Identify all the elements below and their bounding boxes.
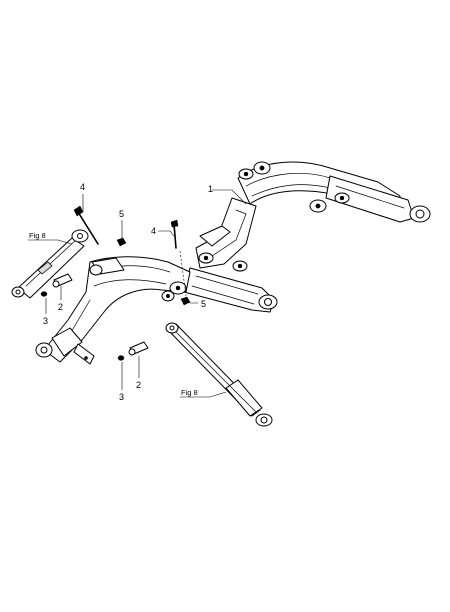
bolt-left bbox=[73, 205, 99, 245]
callout-clip-lower: 3 bbox=[119, 392, 124, 402]
callout-bolt-center: 4 bbox=[151, 226, 156, 236]
figref-lower-cylinder: Fig 8 bbox=[181, 388, 198, 397]
callout-pin-upper-left: 2 bbox=[58, 302, 63, 312]
leader-lines bbox=[28, 189, 247, 398]
pin-lower bbox=[128, 341, 149, 356]
callout-nut-upper: 5 bbox=[119, 209, 124, 219]
bolt-center bbox=[170, 219, 179, 249]
loader-frame bbox=[35, 161, 431, 365]
pin-upper-left bbox=[52, 273, 73, 288]
figref-left-cylinder: Fig 8 bbox=[29, 231, 46, 240]
callout-bolt-left: 4 bbox=[80, 182, 85, 192]
clip-lower bbox=[117, 355, 125, 361]
callout-pin-lower: 2 bbox=[136, 380, 141, 390]
callout-clip-upper-left: 3 bbox=[43, 316, 48, 326]
callout-frame: 1 bbox=[208, 184, 213, 194]
left-hydraulic-cylinder bbox=[11, 229, 89, 299]
nut-lower bbox=[180, 296, 191, 306]
callout-nut-lower: 5 bbox=[201, 299, 206, 309]
clip-upper-left bbox=[40, 291, 48, 297]
lower-hydraulic-cylinder bbox=[165, 322, 273, 427]
nut-upper bbox=[116, 237, 127, 247]
